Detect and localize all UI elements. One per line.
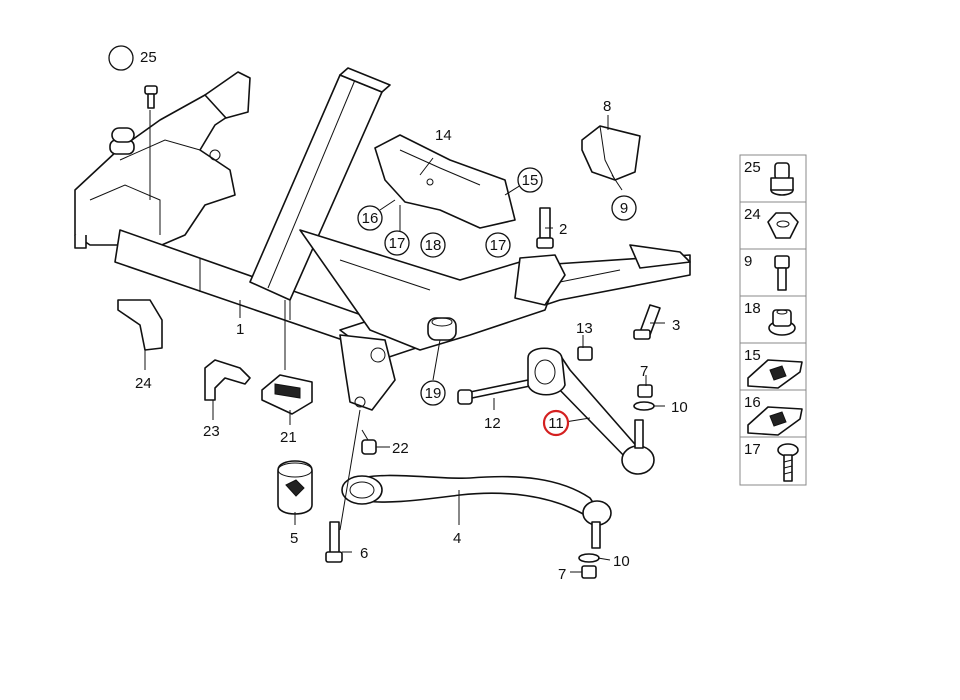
- callout-16-circled: 15: [517, 167, 543, 193]
- clip-nut-icon: [747, 406, 803, 436]
- clip-nut-icon: [747, 359, 803, 389]
- bracket-21: [204, 359, 251, 401]
- svg-text:9: 9: [620, 200, 628, 217]
- washer-10-lower: [578, 553, 600, 563]
- screw-icon: [777, 443, 799, 482]
- bracket-22: [117, 299, 163, 351]
- callout-7-upper: 7: [640, 363, 648, 380]
- legend-label-18: 18: [744, 300, 761, 317]
- legend-label-25: 25: [744, 159, 761, 176]
- callout-17a-circled: 17: [384, 230, 410, 256]
- callout-2: 2: [559, 221, 567, 238]
- callout-1: 1: [236, 321, 244, 338]
- washer-10-upper: [633, 401, 655, 411]
- bushing-5: [277, 460, 313, 515]
- control-arm-11: [527, 347, 655, 475]
- bolt-23: [144, 85, 158, 109]
- callout-18-circled: 18: [420, 232, 446, 258]
- callout-10-lower: 10: [613, 553, 630, 570]
- collar-nut-icon: [768, 309, 796, 336]
- callout-13: 13: [576, 320, 593, 337]
- callout-22: 24: [135, 375, 152, 392]
- svg-text:15: 15: [522, 172, 539, 189]
- bolt-3: [633, 304, 661, 340]
- hex-nut-icon: [767, 212, 799, 239]
- bolt-icon: [774, 255, 790, 291]
- nut-7-upper: [637, 384, 653, 398]
- callout-9-circled: 9: [611, 195, 637, 221]
- callout-10-upper: 10: [671, 399, 688, 416]
- leader-lines: [144, 110, 665, 573]
- callout-14: 14: [435, 127, 452, 144]
- callout-15-circled: 16: [357, 205, 383, 231]
- callout-6: 6: [360, 545, 368, 562]
- bolt-6: [325, 521, 343, 563]
- svg-text:11: 11: [548, 415, 564, 432]
- callout-12: 12: [484, 415, 501, 432]
- callout-3: 3: [672, 317, 680, 334]
- legend-label-9: 9: [744, 253, 752, 270]
- svg-text:18: 18: [425, 237, 442, 254]
- legend-label-16: 16: [744, 394, 761, 411]
- svg-text:17: 17: [490, 237, 507, 254]
- svg-text:16: 16: [362, 210, 379, 227]
- rubber-pad-19: [261, 374, 313, 415]
- callout-20: 22: [392, 440, 409, 457]
- heat-shield-14: [374, 134, 516, 229]
- bolt-2: [536, 207, 554, 249]
- callout-5: 5: [290, 530, 298, 547]
- nut-20: [361, 439, 377, 455]
- callout-21: 23: [203, 423, 220, 440]
- legend-label-24: 24: [744, 206, 761, 223]
- callouts: 1 2 3 4 5 6 7 7 8 10 10 12 13 14 21 22 2…: [108, 45, 688, 583]
- callout-4: 4: [453, 530, 461, 547]
- axle-carrier-subframe: [74, 67, 691, 411]
- callout-17b-circled: 17: [485, 232, 511, 258]
- legend-label-15: 15: [744, 347, 761, 364]
- nut-13: [577, 346, 593, 361]
- fastener-legend: 25 24 9 18 15 16: [739, 154, 807, 486]
- callout-7-lower: 7: [558, 566, 566, 583]
- legend-label-17: 17: [744, 441, 761, 458]
- callout-24-circled: [108, 45, 134, 71]
- control-arm-4: [341, 474, 612, 549]
- svg-text:19: 19: [425, 385, 442, 402]
- callout-25-circled: 19: [420, 380, 446, 406]
- svg-text:17: 17: [389, 235, 406, 252]
- flange-nut-icon: [770, 162, 794, 196]
- callout-8: 8: [603, 98, 611, 115]
- nut-7-lower: [581, 565, 597, 579]
- bracket-8: [581, 125, 641, 181]
- callout-11-highlighted[interactable]: 11: [542, 409, 570, 437]
- callout-19: 21: [280, 429, 297, 446]
- callout-23: 25: [140, 49, 157, 66]
